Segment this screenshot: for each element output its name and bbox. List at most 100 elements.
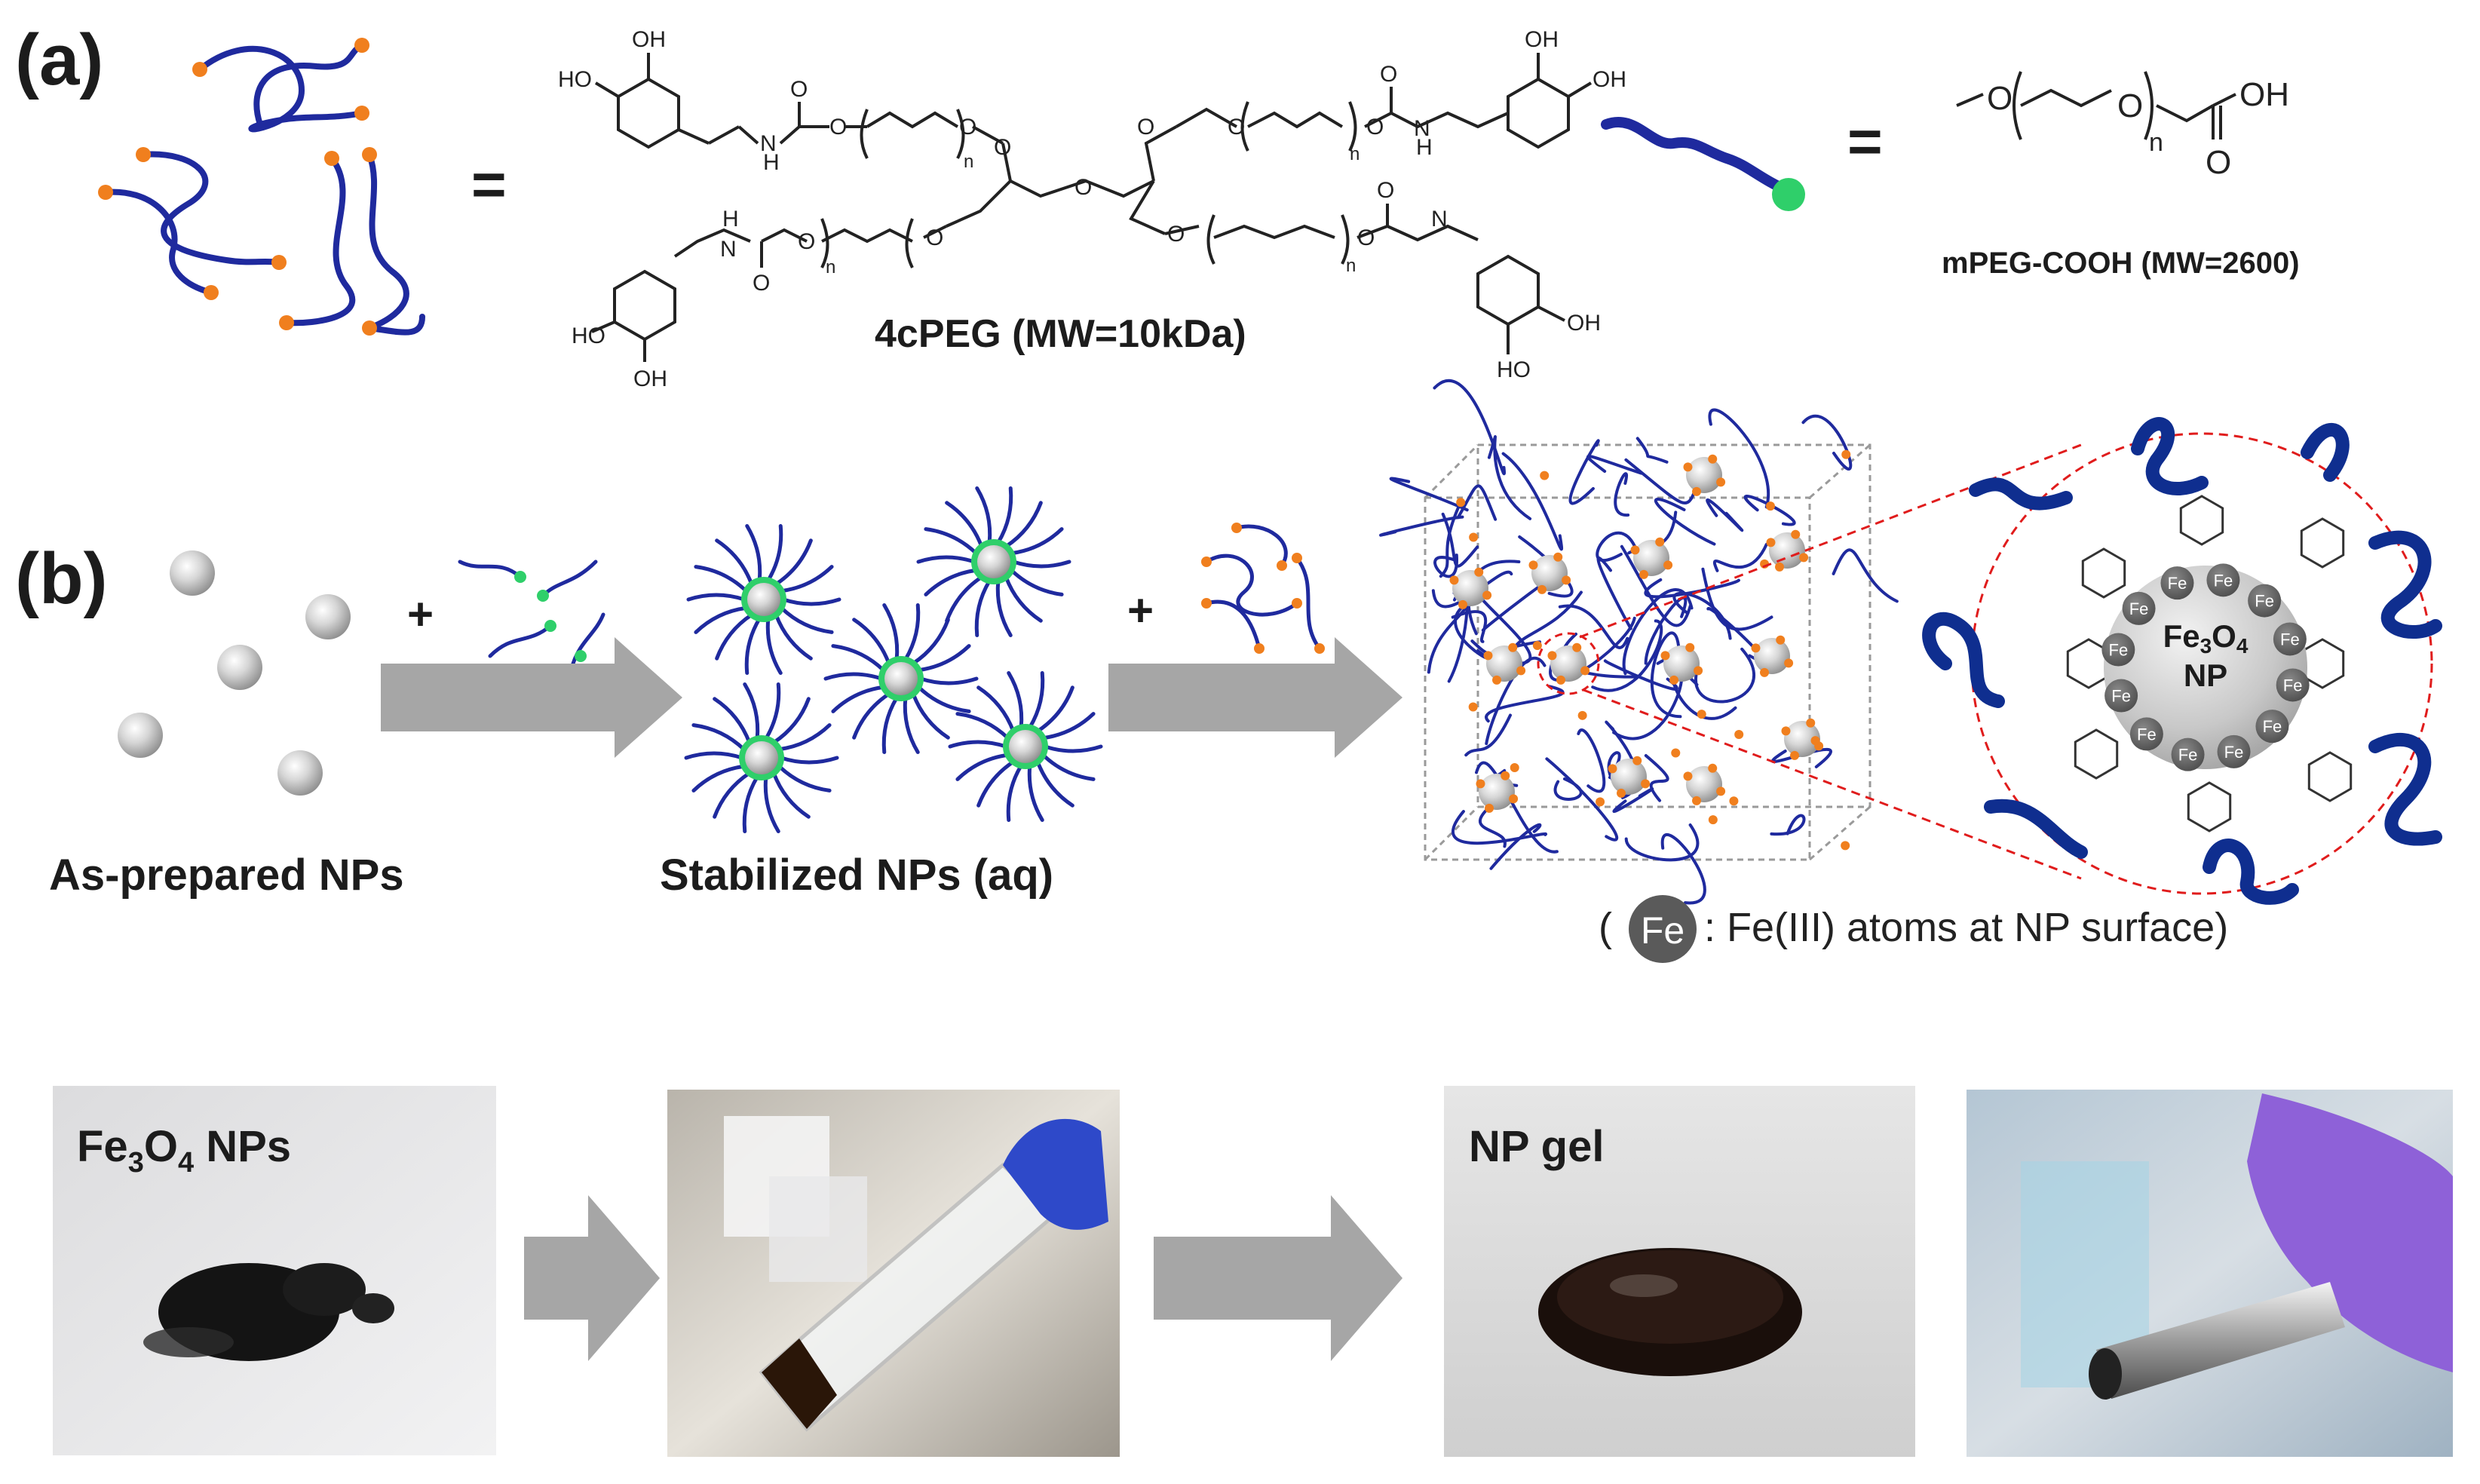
network-chain [1801, 414, 1853, 471]
svg-text:(: ( [1599, 905, 1612, 950]
photo3-label: NP gel [1469, 1122, 1604, 1171]
svg-text:O: O [1167, 222, 1185, 247]
np-label: NP [2184, 658, 2227, 693]
network-chain [1650, 631, 1682, 719]
panel-b-label: (b) [15, 538, 108, 619]
network-chain [1441, 512, 1479, 568]
network-chain [1452, 810, 1547, 845]
grafted-chain [1922, 612, 2005, 708]
network-np [1633, 540, 1669, 576]
network-np [1686, 457, 1722, 493]
svg-text:Fe: Fe [2137, 725, 2157, 744]
photo-powder: Fe3O4 NPs [53, 1086, 496, 1455]
svg-text:Fe: Fe [2283, 676, 2303, 694]
as-prepared-nps [118, 550, 351, 796]
legend-text: : Fe(III) atoms at NP surface) [1704, 905, 2228, 950]
network-chain [1577, 728, 1606, 793]
crosslinker-chains-mini [1204, 524, 1322, 651]
network-chain [1485, 656, 1547, 746]
grafted-chain [2301, 423, 2350, 482]
network-chain [1501, 452, 1564, 551]
stabilized-np [916, 486, 1071, 637]
photo-gel: NP gel [1444, 1086, 1915, 1457]
panel-b: (b) As-prepared NPs + Stabilized NPs (aq… [15, 379, 2442, 963]
photo-vial [667, 1090, 1120, 1457]
svg-text:O: O [2206, 144, 2231, 181]
grafted-chain [1969, 477, 2073, 511]
photo1-label: Fe3O4 NPs [77, 1122, 291, 1179]
network-chain [1712, 542, 1768, 572]
svg-text:N: N [760, 131, 777, 156]
catechol-ring [2307, 751, 2353, 802]
network-chain [1614, 472, 1630, 517]
catechol-ring [2300, 517, 2345, 569]
network-np [1486, 645, 1522, 682]
process-arrow-1 [381, 637, 682, 758]
stabilized-np [686, 524, 841, 675]
crosslinker-atom-labels: OH HO N H O O O n O O O O n O O N H OH O… [558, 27, 1626, 391]
network-chain [1433, 553, 1458, 578]
network-chain [1553, 777, 1583, 801]
fe-site: Fe [2129, 717, 2163, 751]
grafted-chain [1984, 799, 2088, 859]
network-np [1686, 766, 1722, 802]
fe-site: Fe [2206, 563, 2240, 597]
network-np [1754, 638, 1790, 674]
photo-arrow-2 [1154, 1195, 1402, 1361]
stabilizer-structure [1956, 71, 2236, 140]
network-chain [1620, 544, 1692, 627]
svg-text:O: O [1987, 80, 2013, 117]
fe-site: Fe [2276, 668, 2310, 702]
svg-text:N: N [1431, 207, 1448, 231]
network-chain [1464, 713, 1512, 757]
svg-text:n: n [826, 257, 835, 277]
network-chain [1596, 556, 1632, 630]
stabilizer-chains-mini [458, 560, 605, 666]
fe3o4-core [2104, 566, 2307, 769]
network-np [1531, 555, 1568, 591]
stabilizer-atom-labels: O O n OH O [1987, 76, 2289, 181]
svg-text:Fe: Fe [2111, 687, 2131, 706]
svg-text:O: O [753, 271, 770, 296]
polymer-network [1379, 379, 1899, 905]
svg-text:H: H [722, 207, 739, 231]
network-chain [1624, 458, 1696, 505]
network-chain [1389, 477, 1469, 512]
svg-text:O: O [1357, 225, 1375, 250]
network-chain [1379, 515, 1464, 537]
network-chain [1485, 685, 1565, 723]
svg-text:Fe: Fe [2129, 599, 2149, 618]
zoom-line-bottom [1583, 688, 2082, 880]
svg-text:Fe: Fe [2263, 717, 2282, 736]
svg-text:Fe: Fe [2214, 571, 2233, 590]
svg-text:O: O [926, 225, 943, 250]
svg-text:N: N [720, 237, 737, 262]
legend-fe-symbol: Fe [1641, 909, 1684, 952]
svg-text:n: n [1350, 144, 1360, 164]
svg-text:H: H [1416, 135, 1433, 160]
network-np [1769, 532, 1805, 569]
network-chain [1832, 548, 1899, 603]
fe-site: Fe [2101, 633, 2135, 667]
svg-text:OH: OH [2239, 76, 2289, 113]
network-np [1452, 570, 1488, 606]
plus-sign-1: + [407, 589, 434, 639]
svg-text:O: O [994, 135, 1011, 160]
network-chain [1644, 754, 1669, 802]
plus-sign-2: + [1127, 585, 1154, 636]
process-arrow-2 [1108, 637, 1402, 758]
fe-site: Fe [2273, 622, 2307, 656]
svg-text:Fe: Fe [2109, 641, 2129, 660]
svg-text:OH: OH [633, 366, 667, 391]
network-chain [1489, 823, 1542, 870]
svg-text:O: O [1074, 175, 1092, 200]
svg-text:O: O [2117, 87, 2143, 124]
panel-a: (a) = [15, 20, 2300, 391]
svg-text:OH: OH [1525, 27, 1559, 52]
stabilized-caption: Stabilized NPs (aq) [660, 851, 1053, 900]
grafted-chain [2203, 839, 2299, 905]
network-chain [1624, 823, 1700, 862]
catechol-ring [2179, 495, 2224, 546]
network-chain [1568, 439, 1600, 505]
